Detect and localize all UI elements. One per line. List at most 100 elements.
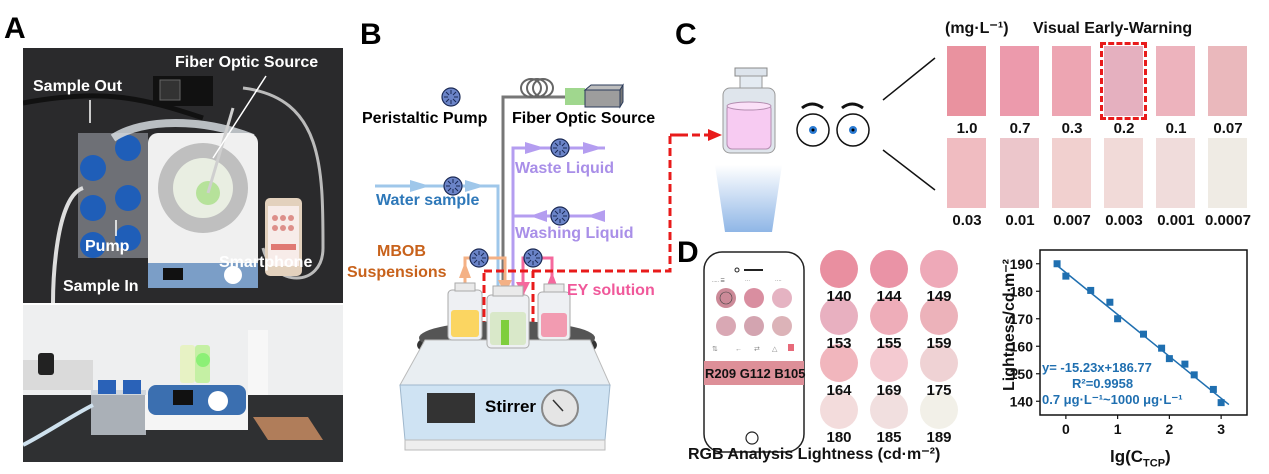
label-peristaltic-pump: Peristaltic Pump xyxy=(362,110,488,127)
x-tick-label: 2 xyxy=(1165,421,1173,437)
swatch-label: 0.2 xyxy=(1113,120,1135,137)
lightness-dot xyxy=(820,344,858,382)
y-tick-label: 150 xyxy=(1010,366,1034,382)
swatch xyxy=(1208,138,1247,208)
label-pump: Pump xyxy=(85,238,130,255)
lightness-dot-label: 185 xyxy=(876,429,902,446)
swatch xyxy=(1052,46,1091,116)
svg-text:..... ☰: ..... ☰ xyxy=(712,278,725,284)
rgb-analysis-caption: RGB Analysis Lightness (cd·m⁻²) xyxy=(688,446,941,463)
y-tick-label: 160 xyxy=(1010,338,1034,354)
label-fiber-optic: Fiber Optic Source xyxy=(512,110,656,127)
lightness-dot-label: 164 xyxy=(826,382,852,399)
peristaltic-pump-icon xyxy=(441,87,461,107)
swatch-label: 0.01 xyxy=(1005,212,1035,229)
data-point xyxy=(1087,286,1095,294)
label-smartphone: Smartphone xyxy=(219,254,313,271)
setup-photo-bottom xyxy=(23,305,343,462)
lightness-dot xyxy=(920,344,958,382)
lightness-dot xyxy=(820,391,858,429)
label-mbob: MBOB xyxy=(377,243,426,260)
lightness-dot xyxy=(920,297,958,335)
xlabel-subscript: TCP xyxy=(1143,457,1166,470)
swatch-label: 0.007 xyxy=(1053,212,1091,229)
chart-ylabel: Lightness/cd·m⁻² xyxy=(1001,259,1018,392)
data-point xyxy=(1165,355,1173,363)
data-point xyxy=(1114,315,1122,323)
label-suspensions: Suspensions xyxy=(347,264,447,282)
smartphone-illustration: ⇅←⇄△ ..... ☰······· xyxy=(703,251,805,453)
swatch-label: 0.0007 xyxy=(1205,212,1251,229)
xlabel-main: lg(C xyxy=(1110,447,1144,466)
label-sample-in: Sample In xyxy=(63,278,139,295)
lightness-dot xyxy=(820,250,858,288)
data-point xyxy=(1181,360,1189,368)
swatch xyxy=(1000,138,1039,208)
y-tick-label: 170 xyxy=(1010,311,1034,327)
swatch xyxy=(1104,138,1143,208)
panel-b-letter: B xyxy=(360,18,382,51)
data-point xyxy=(1158,344,1166,352)
eyes-icon xyxy=(796,102,870,147)
lightness-dot xyxy=(920,250,958,288)
bottle-reaction xyxy=(486,285,530,349)
swatch-label: 0.001 xyxy=(1157,212,1195,229)
lightness-dot-label: 140 xyxy=(826,288,852,305)
led-icon xyxy=(565,88,585,105)
swatch-label: 0.07 xyxy=(1213,120,1243,137)
swatch-label: 0.3 xyxy=(1061,120,1083,137)
bottle-mbob xyxy=(447,282,483,341)
panel-a-letter: A xyxy=(4,12,26,45)
lightness-dot-label: 149 xyxy=(926,288,952,305)
x-tick-label: 3 xyxy=(1217,421,1225,437)
swatch xyxy=(1000,46,1039,116)
swatch xyxy=(1156,46,1195,116)
label-water-sample: Water sample xyxy=(376,192,480,209)
svg-text:△: △ xyxy=(772,346,778,353)
svg-text:⇅: ⇅ xyxy=(712,346,718,353)
bottle-ey xyxy=(537,283,571,341)
lightness-dot xyxy=(820,297,858,335)
plot-frame xyxy=(1039,249,1248,416)
label-washing-liquid: Washing Liquid xyxy=(515,225,634,242)
label-fiber-optic-source: Fiber Optic Source xyxy=(175,54,319,71)
x-tick-label: 0 xyxy=(1062,421,1070,437)
lightness-dot xyxy=(870,391,908,429)
svg-text:⇄: ⇄ xyxy=(754,346,760,353)
lightness-dot-label: 153 xyxy=(826,335,852,352)
data-point xyxy=(1209,385,1217,393)
fit-annotation: 0.7 μg·L⁻¹~1000 μg·L⁻¹ xyxy=(1042,392,1183,407)
swatch xyxy=(1208,46,1247,116)
system-diagram xyxy=(375,78,685,451)
data-point xyxy=(1053,260,1061,268)
lightness-dot xyxy=(870,297,908,335)
swatch-label: 0.7 xyxy=(1009,120,1031,137)
lightness-dot xyxy=(870,344,908,382)
data-point xyxy=(1217,399,1225,407)
svg-text:←: ← xyxy=(735,346,742,353)
swatch-label: 0.03 xyxy=(952,212,982,229)
svg-text:····: ···· xyxy=(775,278,782,284)
lightness-dot-label: 180 xyxy=(826,429,852,446)
visual-observation-illustration xyxy=(670,57,936,232)
data-point xyxy=(1140,330,1147,338)
unit-label: (mg·L⁻¹) xyxy=(945,20,1009,37)
y-tick-label: 190 xyxy=(1010,256,1034,272)
lightness-dot-label: 159 xyxy=(926,335,952,352)
xlabel-close: ) xyxy=(1165,447,1171,466)
panel-c-letter: C xyxy=(675,18,697,51)
swatch-highlighted xyxy=(1100,42,1147,120)
y-tick-label: 140 xyxy=(1010,393,1034,409)
chart-xlabel: lg(CTCP) xyxy=(1110,447,1171,473)
swatch xyxy=(947,46,986,116)
label-waste-liquid: Waste Liquid xyxy=(515,160,614,177)
y-tick-label: 180 xyxy=(1010,283,1034,299)
data-point xyxy=(1062,272,1070,280)
label-ey-solution: EY solution xyxy=(567,282,655,299)
lightness-dot-label: 189 xyxy=(926,429,952,446)
data-point xyxy=(1190,371,1198,379)
lightness-dot-label: 169 xyxy=(876,382,902,399)
swatch xyxy=(947,138,986,208)
label-sample-out: Sample Out xyxy=(33,78,122,95)
